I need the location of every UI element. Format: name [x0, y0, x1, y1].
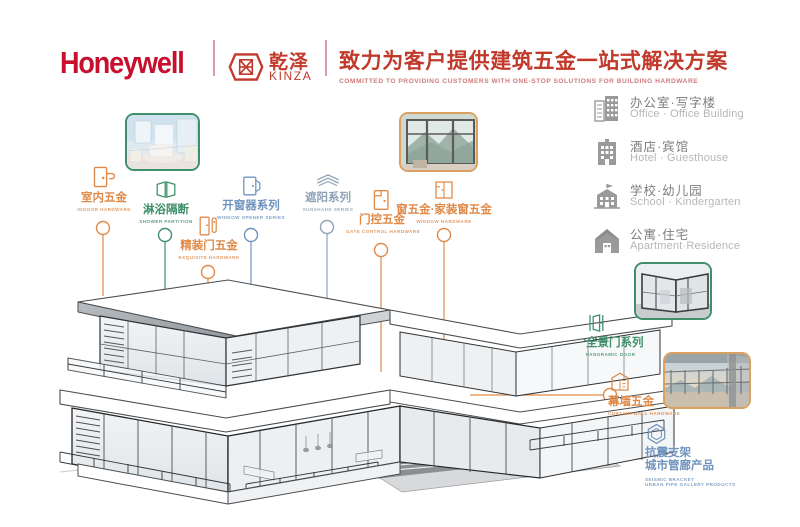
house-icon — [592, 225, 622, 255]
callout-indoor-hardware[interactable]: 室内五金 INDOOR HARDWARE — [68, 160, 140, 212]
callout-window-hardware[interactable]: 窗五金·家装窗五金 WINDOW HARDWARE — [389, 172, 499, 224]
category-label-cn: 公寓·住宅 — [630, 228, 690, 242]
callout-label-cn2: 城市管廊产品 — [645, 460, 714, 472]
louver-sunshade-icon — [292, 160, 364, 190]
kinza-brand-block: 乾泽 KINZA — [228, 46, 320, 90]
callout-label-cn: 开窗器系列 — [222, 200, 280, 212]
category-label-cn: 酒店·宾馆 — [630, 140, 690, 154]
callout-label-en: SHOWER PARTITION — [139, 219, 193, 224]
thumbnail-window-mountain-view-photo — [399, 112, 478, 172]
callout-label-en: INDOOR HARDWARE — [77, 207, 131, 212]
callout-label-en2: URBAN PIPE GALLERY PRODUCTS — [645, 481, 736, 487]
callout-label-cn: 幕墙五金 — [608, 396, 654, 408]
category-label-cn: 学校·幼儿园 — [630, 184, 703, 198]
category-label-en: Hotel · Guesthouse — [630, 152, 729, 164]
callout-label-cn: 窗五金·家装窗五金 — [396, 204, 492, 216]
category-school[interactable]: 学校·幼儿园 School · Kindergarten — [592, 180, 792, 216]
callout-label-en: SEISMIC BRACKET — [645, 476, 695, 482]
panoramic-door-icon — [586, 305, 696, 335]
category-label-en: Office · Office Building — [630, 108, 744, 120]
callout-label-cn: 抗震支架 — [645, 447, 691, 459]
callout-label-cn: 遮阳系列 — [305, 192, 351, 204]
callout-label-cn: 室内五金 — [81, 192, 127, 204]
category-label-cn: 办公室·写字楼 — [630, 96, 717, 110]
callout-label-cn: 淋浴隔断 — [143, 204, 189, 216]
modern-villa-line-drawing — [59, 240, 680, 505]
kinza-hexagon-logo-icon — [228, 49, 264, 85]
tagline-en: COMMITTED TO PROVIDING CUSTOMERS WITH ON… — [339, 78, 699, 85]
header-tagline: 致力为客户提供建筑五金一站式解决方案 COMMITTED TO PROVIDIN… — [339, 45, 728, 85]
category-office[interactable]: 办公室·写字楼 Office · Office Building — [592, 92, 792, 128]
thumbnail-glass-railing-sunset-photo — [663, 352, 751, 409]
category-apartment[interactable]: 公寓·住宅 Apartment·Residence — [592, 224, 792, 260]
header-bar: Honeywell 乾泽 KINZA 致力为客户提供建筑五金一站式解决方案 CO… — [0, 18, 800, 85]
honeywell-logo: Honeywell — [60, 46, 185, 80]
leader-curtain-wall — [470, 387, 618, 403]
hotel-icon — [592, 137, 622, 167]
leader-indoor-hardware — [95, 220, 111, 296]
callout-sunshade-series[interactable]: 遮阳系列 SUNSHADE SERIES — [292, 160, 364, 212]
callout-label-en: WINDOW HARDWARE — [416, 219, 472, 224]
thumbnail-glass-panoramic-door-photo — [634, 262, 712, 320]
door-handle-icon — [68, 160, 140, 190]
callout-curtain-wall-hardware[interactable]: 幕墙五金 CURTAIN WALL HARDWARE — [608, 364, 718, 416]
callout-label-en: GATE CONTROL HARDWARE — [346, 229, 421, 234]
callout-window-opener-series[interactable]: 开窗器系列 WINDOW OPENER SERIES — [210, 168, 292, 220]
window-opener-icon — [210, 168, 292, 198]
callout-seismic-bracket[interactable]: 抗震支架 城市管廊产品 SEISMIC BRACKET URBAN PIPE G… — [645, 415, 775, 487]
curtain-wall-icon — [608, 364, 718, 394]
callout-label-en: EXQUISITE HARDWARE — [178, 255, 240, 260]
callout-exquisite-hardware[interactable]: 精装门五金 EXQUISITE HARDWARE — [168, 208, 250, 260]
header-divider-2 — [325, 40, 327, 76]
callout-label-en: SUNSHADE SERIES — [302, 207, 354, 212]
window-frame-icon — [389, 172, 499, 202]
header-divider-1 — [213, 40, 215, 76]
application-category-list: 办公室·写字楼 Office · Office Building 酒店·宾馆 H… — [592, 92, 792, 268]
callout-label-en: CURTAIN WALL HARDWARE — [608, 411, 681, 416]
shower-screen-icon — [130, 172, 202, 202]
office-building-icon — [592, 93, 622, 123]
callout-label-cn: 门控五金 — [359, 214, 405, 226]
category-hotel[interactable]: 酒店·宾馆 Hotel · Guesthouse — [592, 136, 792, 172]
callout-shower-partition[interactable]: 淋浴隔断 SHOWER PARTITION — [130, 172, 202, 224]
door-closer-icon — [346, 182, 418, 212]
door-lock-icon — [168, 208, 250, 238]
category-label-en: School · Kindergarten — [630, 196, 741, 208]
callout-label-en: PANORAMIC DOOR — [586, 352, 636, 357]
kinza-name-en: KINZA — [269, 69, 313, 83]
callout-label-cn: 全景门系列 — [586, 337, 644, 349]
callout-label-en: WINDOW OPENER SERIES — [217, 215, 285, 220]
hexagon-bracket-icon — [645, 415, 775, 445]
callout-panoramic-door[interactable]: 全景门系列 PANORAMIC DOOR — [586, 305, 696, 357]
kinza-name-cn: 乾泽 — [269, 52, 310, 73]
school-icon — [592, 181, 622, 211]
tagline-cn: 致力为客户提供建筑五金一站式解决方案 — [339, 50, 728, 73]
callout-gate-control-hardware[interactable]: 门控五金 GATE CONTROL HARDWARE — [346, 182, 421, 234]
callout-label-cn: 精装门五金 — [180, 240, 238, 252]
thumbnail-bathroom-interior-photo — [125, 113, 200, 171]
category-label-en: Apartment·Residence — [630, 240, 741, 252]
